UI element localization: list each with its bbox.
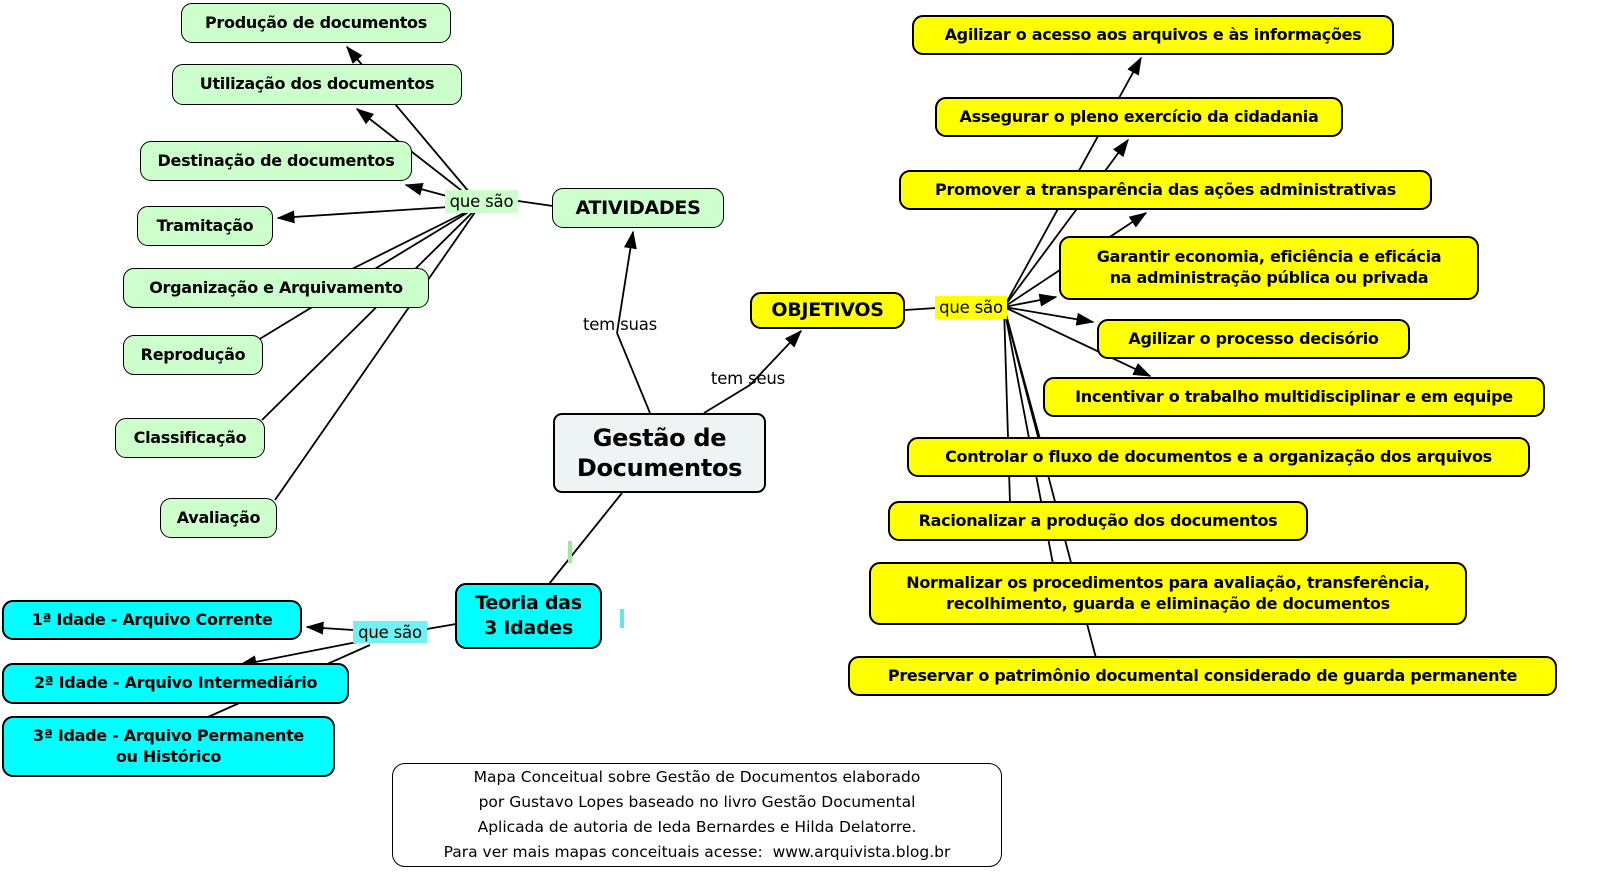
objective-node-5: Incentivar o trabalho multidisciplinar e… [1043,377,1545,417]
activity-node-avaliacao: Avaliação [160,498,277,538]
activity-node-producao: Produção de documentos [181,3,451,43]
collapsed-label-tick-cyan [620,609,624,628]
footer-note: Mapa Conceitual sobre Gestão de Document… [392,763,1002,867]
objective-node-1: Assegurar o pleno exercício da cidadania [935,97,1343,137]
objective-node-2: Promover a transparência das ações admin… [899,170,1432,210]
objective-node-6: Controlar o fluxo de documentos e a orga… [907,437,1530,477]
collapsed-label-tick-green [568,541,572,563]
footer-line: Para ver mais mapas conceituais acesse: … [443,843,951,861]
footer-line: por Gustavo Lopes baseado no livro Gestã… [478,793,916,811]
activity-node-utilizacao: Utilização dos documentos [172,64,462,105]
connector-label-tem-suas: tem suas [582,314,658,334]
age-node-1: 2ª Idade - Arquivo Intermediário [2,663,349,704]
activity-node-tramitacao: Tramitação [137,206,273,246]
node-objetivos: OBJETIVOS [750,292,905,329]
connector-label-tem-seus: tem seus [710,368,786,388]
node-atividades: ATIVIDADES [552,188,724,228]
activity-node-classificacao: Classificação [115,418,265,458]
link-label-que-sao-teoria: que são [353,621,427,643]
node-teoria-3-idades: Teoria das 3 Idades [455,583,602,649]
objective-node-9: Preservar o patrimônio documental consid… [848,656,1557,696]
footer-line: Mapa Conceitual sobre Gestão de Document… [473,768,921,786]
objective-node-7: Racionalizar a produção dos documentos [888,501,1308,541]
activity-node-reproducao: Reprodução [123,335,263,375]
link-label-que-sao-objetivos: que são [935,296,1007,319]
objective-node-4: Agilizar o processo decisório [1097,319,1410,359]
objective-node-0: Agilizar o acesso aos arquivos e às info… [912,15,1394,55]
activity-node-organizacao: Organização e Arquivamento [123,268,429,308]
footer-line: Aplicada de autoria de Ieda Bernardes e … [477,818,917,836]
objective-node-8: Normalizar os procedimentos para avaliaç… [869,562,1467,625]
age-node-0: 1ª Idade - Arquivo Corrente [2,600,302,640]
objective-node-3: Garantir economia, eficiência e eficácia… [1059,236,1479,300]
link-label-que-sao-atividades: que são [445,190,518,213]
node-gestao-de-documentos: Gestão de Documentos [553,413,766,493]
age-node-2: 3ª Idade - Arquivo Permanente ou Históri… [2,716,335,777]
activity-node-destinacao: Destinação de documentos [140,141,412,181]
